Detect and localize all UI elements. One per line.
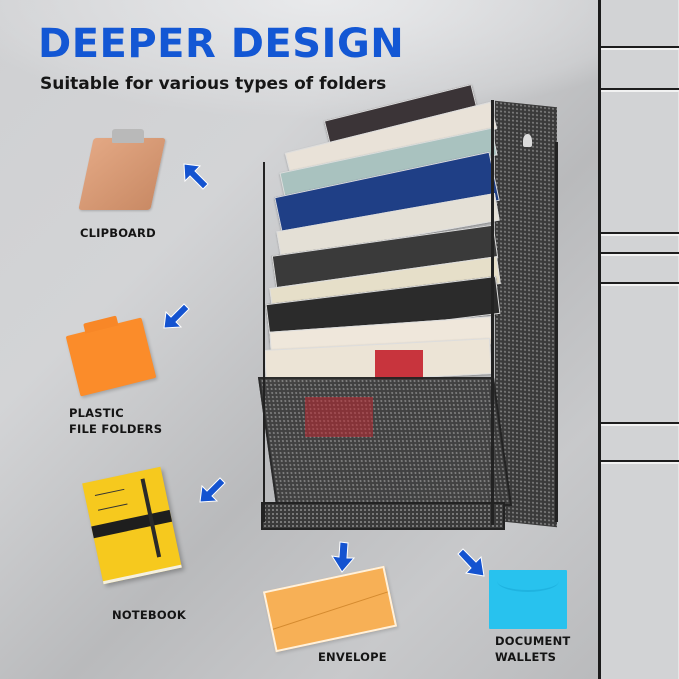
bottom-tray	[261, 502, 505, 530]
arrow-down-right-icon	[454, 546, 488, 580]
arrow-up-left-icon	[180, 160, 214, 194]
front-pocket	[257, 377, 513, 506]
red-graphic	[375, 350, 423, 380]
front-pocket-graphic	[305, 397, 373, 437]
arrow-down-icon	[326, 540, 360, 574]
envelope-icon	[262, 565, 398, 653]
clipboard-label: CLIPBOARD	[80, 226, 156, 240]
envelope-label: ENVELOPE	[318, 650, 387, 664]
page-title: DEEPER DESIGN	[38, 21, 405, 67]
page-subtitle: Suitable for various types of folders	[40, 74, 387, 94]
notebook-label: NOTEBOOK	[112, 608, 186, 622]
plastic-file-folders-label: PLASTIC FILE FOLDERS	[69, 406, 163, 436]
clipboard-icon	[78, 138, 166, 210]
arrow-down-left-icon	[160, 298, 194, 332]
document-wallet-icon	[489, 570, 567, 629]
document-wallets-label: DOCUMENT WALLETS	[495, 634, 571, 664]
notebook-icon	[82, 466, 182, 585]
wall-panels	[598, 0, 679, 679]
file-folder-icon	[65, 317, 157, 397]
arrow-down-left-icon	[196, 472, 230, 506]
clipboard-clip-icon	[112, 129, 144, 143]
file-organizer-image	[255, 84, 580, 532]
hanging-hole-icon	[523, 134, 532, 147]
